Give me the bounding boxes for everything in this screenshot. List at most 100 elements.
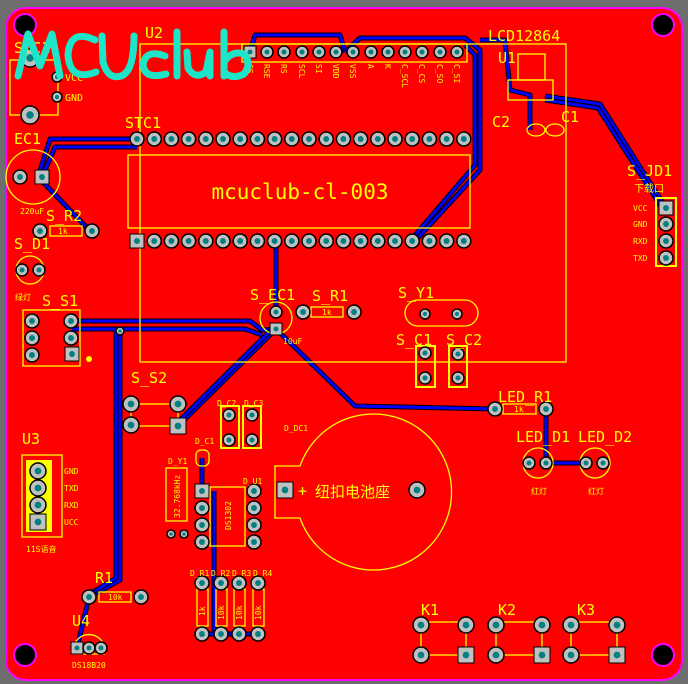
pad-drill — [182, 532, 186, 536]
pad-drill — [409, 136, 416, 142]
lcd-pin-label: C_SCL — [400, 64, 409, 88]
pad-drill — [151, 238, 158, 244]
pad-drill — [422, 350, 428, 356]
chip-text: mcuclub-cl-003 — [211, 180, 388, 204]
u3-pin-label: UCC — [64, 518, 79, 527]
pad-drill — [237, 238, 244, 244]
pad-drill — [34, 484, 42, 492]
pad-drill — [273, 309, 279, 315]
pad-drill — [492, 406, 498, 412]
d-u1-outline — [209, 486, 246, 547]
pad-drill — [273, 326, 279, 332]
pad-drill — [663, 205, 669, 211]
c2-outline — [526, 123, 546, 137]
pads — [12, 45, 674, 664]
label-s-s1: S_S1 — [42, 292, 78, 310]
s-c1-outline — [415, 345, 436, 388]
s-jd1-outline — [655, 197, 677, 267]
track — [84, 331, 118, 599]
label-c1: C1 — [561, 108, 579, 126]
label-k2: K2 — [498, 601, 516, 619]
pad-drill — [34, 467, 42, 475]
pad-drill — [613, 621, 621, 629]
pad-drill — [538, 621, 546, 629]
pad-drill — [127, 400, 135, 408]
jd1-pin-label: TXD — [633, 254, 648, 263]
pad-drill — [281, 486, 289, 494]
pad-drill — [357, 238, 364, 244]
mounting-hole — [13, 643, 37, 667]
label-ec1: EC1 — [14, 130, 41, 148]
lcd-pin-label: C_CS — [417, 64, 426, 83]
pad-drill — [538, 651, 546, 659]
logo-letter-c — [64, 32, 100, 79]
pad-drill — [402, 49, 408, 55]
pad-drill — [316, 49, 322, 55]
pad-drill — [168, 136, 175, 142]
logo-letter-c2 — [139, 50, 170, 80]
label-u3: U3 — [22, 430, 40, 448]
label-ec1-value: 220uF — [20, 207, 44, 216]
label-s-jd1: S_JD1 — [627, 162, 672, 180]
s-r2-body — [49, 225, 83, 237]
pad-drill — [251, 522, 257, 528]
label-s-s2: S_S2 — [131, 369, 167, 387]
pad-drill — [460, 238, 467, 244]
pad-drill — [254, 136, 261, 142]
pad-drill — [567, 621, 575, 629]
label-k3: K3 — [577, 601, 595, 619]
pad-drill — [300, 309, 306, 315]
label-lcd12864: LCD12864 — [488, 27, 560, 45]
pad-drill — [68, 335, 74, 341]
pad-drill — [385, 49, 391, 55]
label-gnd: GND — [65, 93, 83, 104]
jd1-pin-label: VCC — [633, 204, 648, 213]
pad-drill — [17, 174, 23, 180]
pad-drill — [443, 136, 450, 142]
pad-drill — [54, 94, 60, 100]
pad-drill — [36, 267, 42, 273]
label-c2: C2 — [492, 113, 510, 131]
pad-drill — [68, 318, 74, 324]
u3-pin-label: GND — [64, 467, 79, 476]
pad-drill — [663, 238, 669, 244]
label-d-u1: D_U1 — [243, 477, 262, 486]
lcd-pin-label: K — [383, 64, 392, 69]
pad-drill — [199, 522, 205, 528]
lcd-pin-label: SI — [314, 64, 323, 74]
lcd-pin-label: SCL — [297, 64, 306, 79]
pad-drill — [74, 645, 80, 651]
pad-drill — [392, 238, 398, 244]
pad-drill — [199, 505, 205, 511]
d-c1-outline — [195, 449, 210, 467]
logo-letter-u — [98, 32, 138, 81]
track — [176, 327, 278, 428]
pad-drill — [98, 645, 104, 651]
d-c2-outline — [220, 405, 240, 449]
pad-drill — [199, 580, 205, 586]
jd1-pin-label: RXD — [633, 237, 648, 246]
pad-drill — [218, 580, 224, 586]
pad-drill — [409, 238, 416, 244]
pad-drill — [255, 631, 261, 637]
label-s-r2: S_R2 — [46, 207, 82, 225]
logo-letter-u2 — [183, 48, 214, 80]
pad-drill — [226, 412, 232, 418]
jd1-pin-label: GND — [633, 220, 648, 229]
label-s-r1: S_R1 — [312, 287, 348, 305]
label-s-ec1-value: 10uF — [283, 337, 302, 346]
lcd-pin-label: C_SI — [452, 64, 461, 83]
pad-drill — [202, 136, 209, 142]
label-battery: 纽扣电池座 — [315, 483, 390, 501]
k2-outline — [495, 621, 543, 656]
pad-drill — [462, 621, 470, 629]
label-s-c1: S_C1 — [396, 331, 432, 349]
label-r1: R1 — [95, 569, 113, 587]
label-u4-value: DS18B20 — [72, 661, 106, 670]
label-d-dc1: D_DC1 — [284, 424, 308, 433]
label-led-r1: LED_R1 — [498, 388, 552, 406]
label-s-ec1: S_EC1 — [250, 286, 295, 304]
led-r1-body — [502, 403, 537, 415]
k1-outline — [420, 621, 467, 656]
